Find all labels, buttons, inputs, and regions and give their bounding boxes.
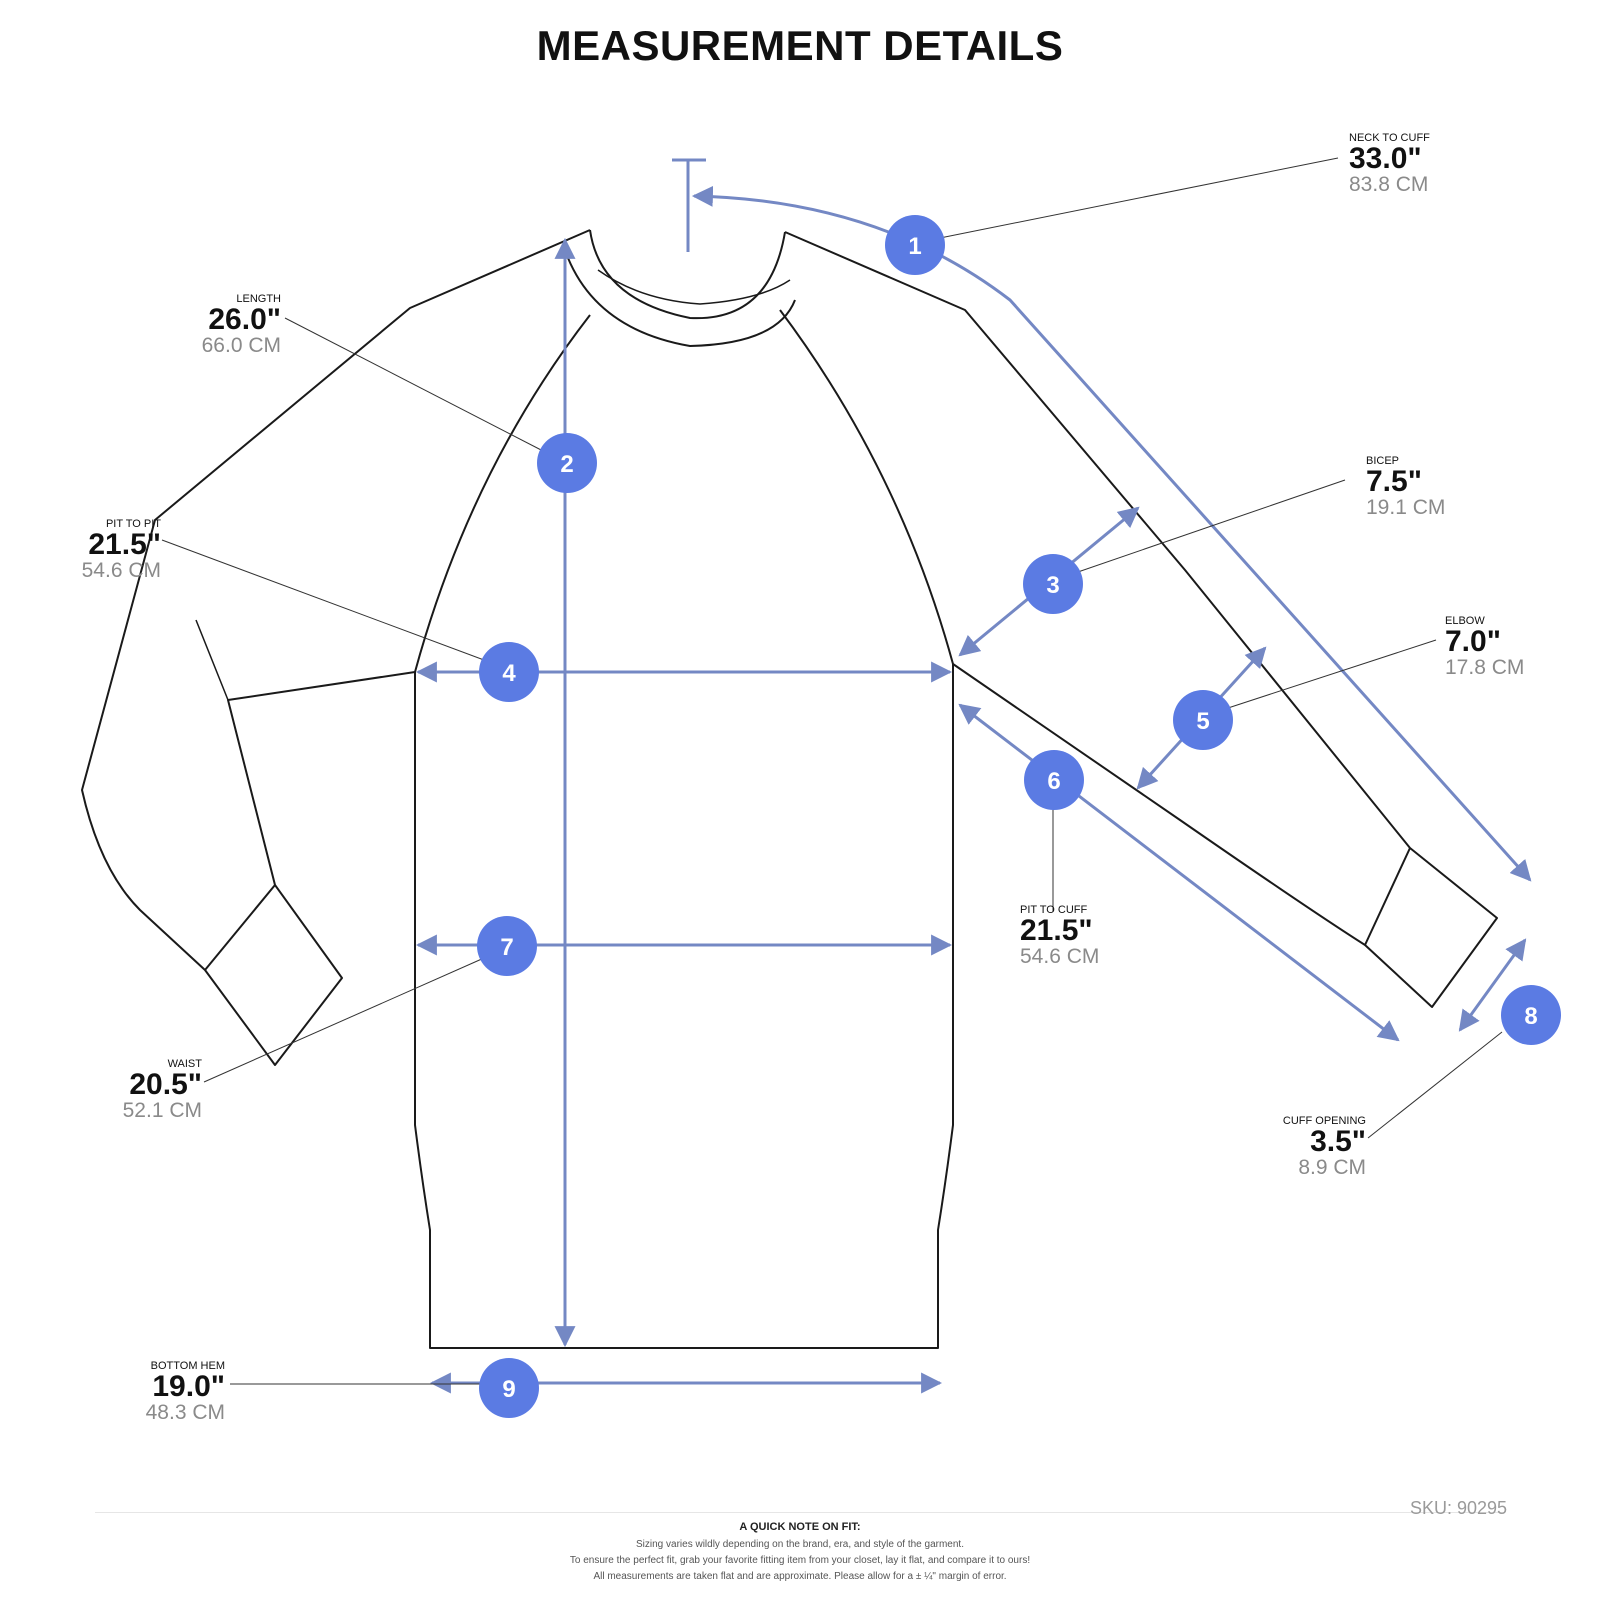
svg-text:1: 1 [908, 233, 921, 260]
label-inches: 7.0" [1445, 625, 1501, 658]
label-name: BICEP [1366, 455, 1400, 467]
badge-4: 4 [479, 642, 539, 702]
svg-text:6: 6 [1047, 768, 1060, 795]
label-cm: 19.1 CM [1366, 496, 1446, 519]
sku-label: SKU: 90295 [1410, 1498, 1508, 1518]
label-bicep: BICEP 7.5" 19.1 CM [1366, 455, 1445, 519]
label-name: LENGTH [236, 293, 281, 305]
label-inches: 21.5" [1020, 914, 1093, 947]
label-inches: 7.5" [1366, 465, 1422, 498]
label-name: ELBOW [1445, 615, 1485, 627]
label-cm: 66.0 CM [201, 334, 281, 357]
arrow-neck-to-cuff [691, 185, 1532, 882]
label-inches: 3.5" [1310, 1125, 1366, 1158]
label-cm: 17.8 CM [1445, 656, 1525, 679]
fit-note: A QUICK NOTE ON FIT: Sizing varies wildl… [0, 1521, 1600, 1585]
label-inches: 19.0" [152, 1370, 225, 1403]
fit-note-line: All measurements are taken flat and are … [593, 1571, 1007, 1582]
right-cuff-line [1364, 847, 1411, 946]
leader-lines [161, 157, 1503, 1385]
measurement-arrows [415, 158, 1532, 1394]
arrow-pit-to-cuff [958, 703, 1400, 1042]
left-fold [195, 619, 229, 701]
leader-2 [284, 317, 546, 453]
badge-6: 6 [1024, 750, 1084, 810]
badge-7: 7 [477, 916, 537, 976]
leader-7 [203, 957, 485, 1083]
svg-text:7: 7 [500, 934, 513, 961]
label-cm: 54.6 CM [81, 559, 161, 582]
label-neck-to-cuff: NECK TO CUFF 33.0" 83.8 CM [1349, 132, 1430, 196]
fit-note-heading: A QUICK NOTE ON FIT: [739, 1521, 861, 1533]
body-outline [414, 664, 954, 1349]
label-inches: 21.5" [88, 528, 161, 561]
left-sleeve [81, 229, 591, 1066]
svg-text:5: 5 [1196, 708, 1209, 735]
neck-tick [672, 158, 706, 252]
label-inches: 33.0" [1349, 142, 1422, 175]
raglan-seam-right [779, 309, 954, 665]
label-name: PIT TO CUFF [1020, 904, 1088, 916]
badge-2: 2 [537, 433, 597, 493]
badge-1: 1 [885, 215, 945, 275]
footer-divider [95, 1512, 1505, 1513]
leader-5 [1227, 639, 1437, 709]
svg-text:3: 3 [1046, 572, 1059, 599]
svg-text:8: 8 [1524, 1003, 1537, 1030]
label-name: CUFF OPENING [1282, 1115, 1366, 1127]
fit-note-line: Sizing varies wildly depending on the br… [636, 1539, 964, 1550]
svg-text:9: 9 [502, 1376, 515, 1403]
label-length: LENGTH 26.0" 66.0 CM [140, 293, 281, 357]
badge-5: 5 [1173, 690, 1233, 750]
fit-note-line: To ensure the perfect fit, grab your fav… [569, 1555, 1031, 1566]
label-name: PIT TO PIT [105, 518, 161, 530]
label-cm: 48.3 CM [145, 1401, 225, 1424]
collar-rib [597, 269, 791, 305]
leader-4 [161, 539, 485, 661]
left-cuff-line [204, 884, 276, 971]
label-cm: 83.8 CM [1349, 173, 1429, 196]
arrow-cuff-opening [1458, 938, 1527, 1032]
badge-8: 8 [1501, 985, 1561, 1045]
label-cm: 54.6 CM [1020, 945, 1100, 968]
label-name: WAIST [167, 1058, 202, 1070]
label-pit-to-cuff: PIT TO CUFF 21.5" 54.6 CM [1020, 904, 1099, 968]
label-bottom-hem: BOTTOM HEM 19.0" 48.3 CM [90, 1360, 225, 1424]
svg-text:4: 4 [502, 660, 516, 687]
label-inches: 20.5" [129, 1068, 202, 1101]
label-waist: WAIST 20.5" 52.1 CM [60, 1058, 202, 1122]
badge-3: 3 [1023, 554, 1083, 614]
page-title: MEASUREMENT DETAILS [536, 22, 1064, 69]
label-name: NECK TO CUFF [1349, 132, 1430, 144]
svg-text:2: 2 [560, 451, 573, 478]
badge-9: 9 [479, 1358, 539, 1418]
leader-3 [1074, 479, 1346, 574]
label-cm: 8.9 CM [1298, 1156, 1366, 1179]
label-inches: 26.0" [208, 303, 281, 336]
leader-8 [1367, 1031, 1503, 1139]
label-pit-to-pit: PIT TO PIT 21.5" 54.6 CM [40, 518, 161, 582]
label-name: BOTTOM HEM [150, 1360, 225, 1372]
leader-1 [939, 157, 1339, 239]
label-cm: 52.1 CM [122, 1099, 202, 1122]
label-cuff-opening: CUFF OPENING 3.5" 8.9 CM [1230, 1115, 1366, 1179]
sweater-outline [81, 229, 1498, 1349]
label-elbow: ELBOW 7.0" 17.8 CM [1445, 615, 1524, 679]
